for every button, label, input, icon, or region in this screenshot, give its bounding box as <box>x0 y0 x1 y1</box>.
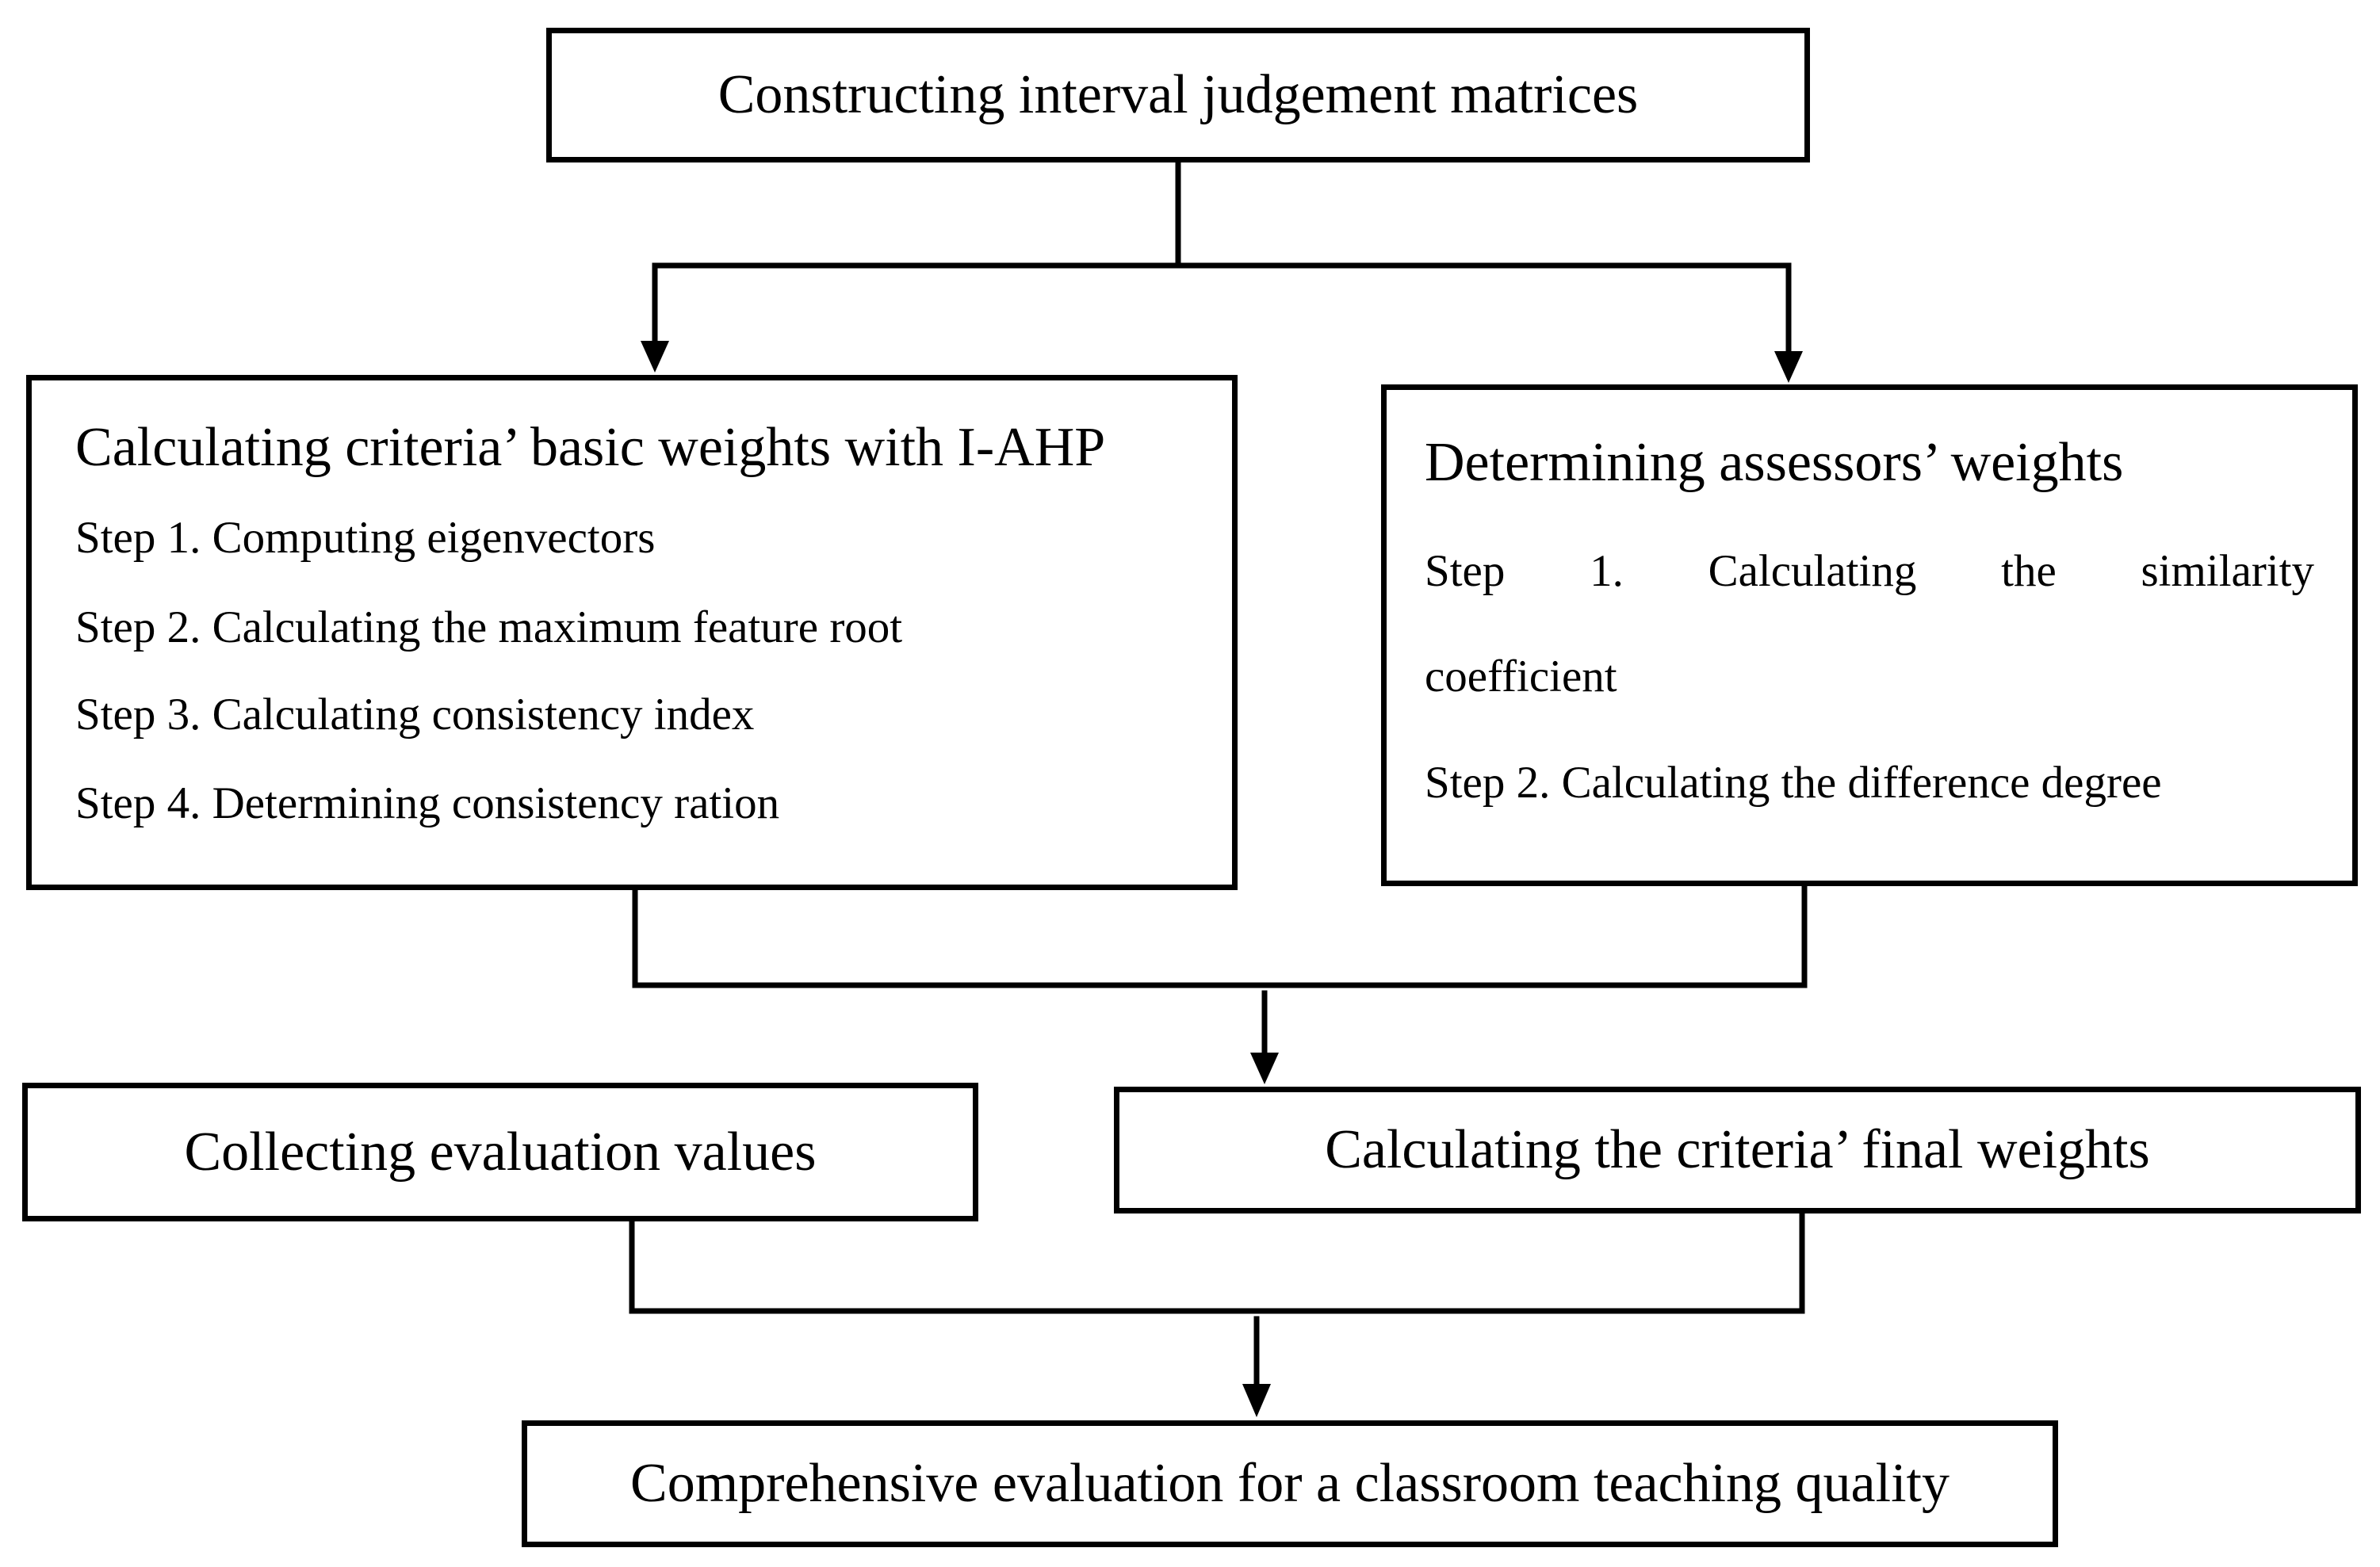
box-basic-weights-iahp: Calculating criteria’ basic weights with… <box>26 375 1238 890</box>
box-constructing-matrices: Constructing interval judgement matrices <box>546 28 1810 162</box>
basic-weights-step-3: Step 3. Calculating consistency index <box>75 690 755 740</box>
arrowhead-to-final-weights <box>1250 1053 1279 1084</box>
assessors-weights-step-1-continued: coefficient <box>1425 652 1617 701</box>
arrowhead-right-branch <box>1774 351 1803 383</box>
box-comprehensive-evaluation-label: Comprehensive evaluation for a classroom… <box>630 1453 1950 1514</box>
arrowhead-left-branch <box>641 341 669 373</box>
arrowhead-to-comprehensive <box>1242 1384 1271 1417</box>
assessors-step-1-word: Calculating <box>1708 546 1917 596</box>
assessors-step-1-word: 1. <box>1590 546 1624 596</box>
assessors-weights-title: Determining assessors’ weights <box>1425 432 2124 493</box>
box-final-weights-label: Calculating the criteria’ final weights <box>1325 1119 2150 1180</box>
assessors-step-1-word: the <box>2001 546 2057 596</box>
basic-weights-title: Calculating criteria’ basic weights with… <box>75 417 1106 478</box>
assessors-step-1-word: similarity <box>2141 546 2314 596</box>
box-collecting-evaluation-values: Collecting evaluation values <box>22 1083 978 1221</box>
basic-weights-step-4: Step 4. Determining consistency ration <box>75 778 780 828</box>
basic-weights-step-2: Step 2. Calculating the maximum feature … <box>75 602 903 652</box>
assessors-weights-step-1: Step 1. Calculating the similarity <box>1425 548 2314 594</box>
box-assessors-weights: Determining assessors’ weights Step 1. C… <box>1381 384 2358 886</box>
assessors-weights-step-2: Step 2. Calculating the difference degre… <box>1425 758 2162 808</box>
box-collecting-evaluation-values-label: Collecting evaluation values <box>184 1121 817 1183</box>
box-constructing-matrices-label: Constructing interval judgement matrices <box>717 64 1639 125</box>
box-comprehensive-evaluation: Comprehensive evaluation for a classroom… <box>522 1420 2058 1547</box>
basic-weights-step-1: Step 1. Computing eigenvectors <box>75 513 656 563</box>
box-final-weights: Calculating the criteria’ final weights <box>1114 1087 2361 1213</box>
assessors-step-1-word: Step <box>1425 546 1506 596</box>
